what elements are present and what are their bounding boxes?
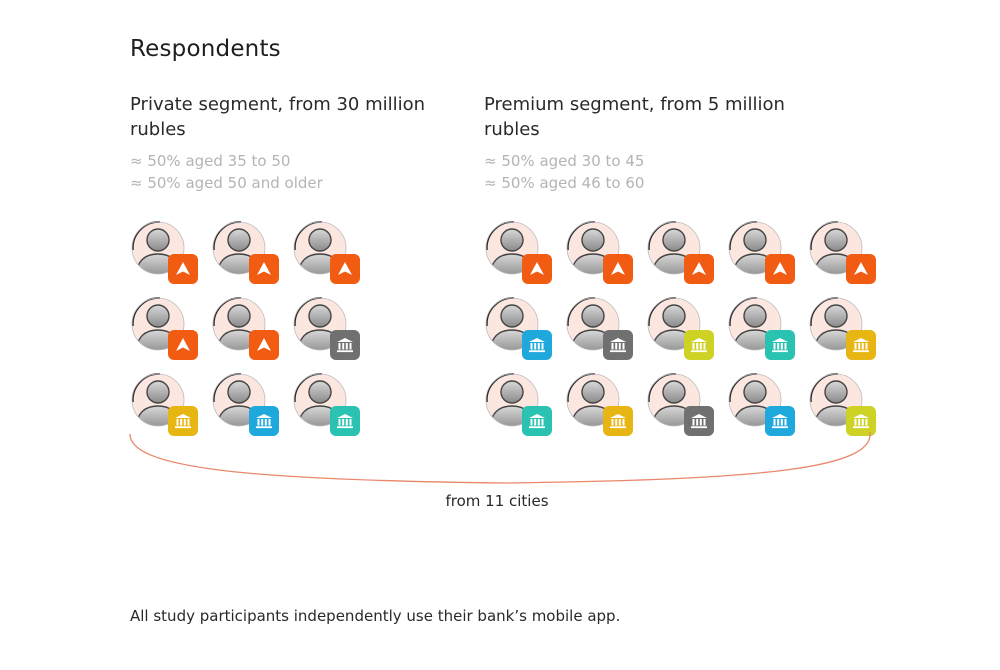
respondent (808, 296, 889, 360)
respondents-row (484, 296, 889, 360)
respondent (292, 296, 373, 360)
respondent (484, 372, 565, 436)
respondents-row (130, 296, 373, 360)
respondent (727, 296, 808, 360)
respondent (646, 220, 727, 284)
respondent (211, 296, 292, 360)
bank-building-icon (603, 406, 633, 436)
respondent (565, 296, 646, 360)
bank-building-icon (603, 330, 633, 360)
respondent (130, 220, 211, 284)
bank-logo-icon (522, 254, 552, 284)
segment-premium-title: Premium segment, from 5 million rubles (484, 94, 785, 140)
segment-private: Private segment, from 30 million rubles … (130, 92, 460, 194)
cities-brace (129, 431, 871, 484)
bank-building-icon (846, 406, 876, 436)
respondent (646, 296, 727, 360)
bank-logo-icon (168, 330, 198, 360)
segment-premium: Premium segment, from 5 million rubles ≈… (484, 92, 814, 194)
bank-logo-icon (765, 254, 795, 284)
respondent (727, 372, 808, 436)
bank-building-icon (684, 330, 714, 360)
bank-building-icon (168, 406, 198, 436)
footer-note: All study participants independently use… (130, 607, 621, 625)
respondent (808, 220, 889, 284)
respondent (292, 372, 373, 436)
bank-logo-icon (684, 254, 714, 284)
bank-logo-icon (603, 254, 633, 284)
respondent (211, 372, 292, 436)
segment-private-age-1: ≈ 50% aged 35 to 50 (130, 152, 291, 170)
respondents-row (130, 372, 373, 436)
respondents-grid-private (130, 220, 373, 448)
bank-logo-icon (249, 330, 279, 360)
bank-building-icon (846, 330, 876, 360)
respondent (130, 372, 211, 436)
respondents-grid-premium (484, 220, 889, 448)
bank-building-icon (522, 330, 552, 360)
respondent (484, 296, 565, 360)
respondent (646, 372, 727, 436)
respondent (727, 220, 808, 284)
respondent (484, 220, 565, 284)
segment-premium-age-2: ≈ 50% aged 46 to 60 (484, 174, 645, 192)
respondent (808, 372, 889, 436)
page-title: Respondents (130, 36, 281, 62)
respondents-row (484, 372, 889, 436)
respondents-row (130, 220, 373, 284)
bank-building-icon (249, 406, 279, 436)
bank-logo-icon (846, 254, 876, 284)
respondent (130, 296, 211, 360)
bank-building-icon (330, 406, 360, 436)
bank-building-icon (765, 330, 795, 360)
bank-building-icon (522, 406, 552, 436)
bank-building-icon (765, 406, 795, 436)
bank-building-icon (330, 330, 360, 360)
cities-label: from 11 cities (445, 492, 549, 510)
segment-private-title: Private segment, from 30 million rubles (130, 94, 426, 140)
bank-building-icon (684, 406, 714, 436)
respondent (565, 220, 646, 284)
bank-logo-icon (168, 254, 198, 284)
segment-private-age-2: ≈ 50% aged 50 and older (130, 174, 323, 192)
segment-premium-age-1: ≈ 50% aged 30 to 45 (484, 152, 645, 170)
respondent (292, 220, 373, 284)
bank-logo-icon (249, 254, 279, 284)
respondent (211, 220, 292, 284)
bank-logo-icon (330, 254, 360, 284)
respondent (565, 372, 646, 436)
respondents-row (484, 220, 889, 284)
